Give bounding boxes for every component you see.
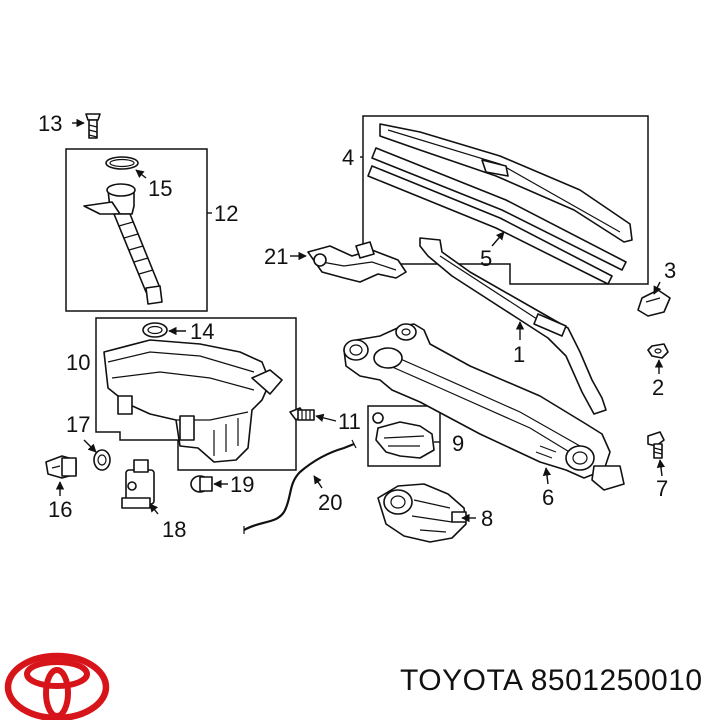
callout-2: 2: [652, 375, 664, 400]
part-8-wiper-motor: [377, 483, 467, 543]
part-20-hose: [243, 442, 355, 531]
callout-4: 4: [342, 145, 354, 170]
part-6-wiper-link: [343, 323, 625, 491]
callout-16: 16: [48, 497, 72, 522]
part-7-bolt: [647, 431, 665, 459]
callout-17: 17: [66, 412, 90, 437]
part-4-wiper-blade: [379, 123, 633, 243]
callout-18: 18: [162, 517, 186, 542]
group-frame-9: [367, 405, 441, 467]
callout-12: 12: [214, 201, 238, 226]
callout-19: 19: [230, 472, 254, 497]
part-11-bolt: [289, 407, 315, 421]
part-13-screw: [85, 113, 101, 139]
callout-7: 7: [656, 476, 668, 501]
callout-8: 8: [481, 506, 493, 531]
part-19-plug: [190, 475, 213, 493]
callout-11: 11: [338, 409, 361, 434]
part-2-nut: [647, 343, 669, 359]
callout-10: 10: [66, 350, 90, 375]
callout-5: 5: [480, 246, 492, 271]
callout-13: 13: [38, 111, 62, 136]
callout-20: 20: [318, 490, 342, 515]
part-14-grommet: [142, 322, 168, 338]
part-15-seal: [105, 156, 139, 170]
part-10-washer-tank: [103, 339, 283, 463]
part-18-pump: [121, 459, 155, 509]
callout-3: 3: [664, 258, 676, 283]
group-frame-10: [95, 317, 297, 471]
part-16-connector: [45, 455, 77, 479]
leader-arrows: [55, 118, 666, 523]
part-12-filler-pipe: [83, 183, 163, 305]
part-17-grommet: [93, 449, 111, 471]
callout-6: 6: [542, 485, 554, 510]
part-5-blade-refill: [367, 147, 627, 285]
callout-1: 1: [513, 342, 525, 367]
callout-9: 9: [452, 431, 464, 456]
group-frame-12: [65, 148, 208, 312]
part-1-wiper-arm: [419, 237, 607, 415]
callout-21: 21: [264, 244, 288, 269]
part-21-nozzle: [307, 241, 407, 283]
toyota-logo: [4, 652, 110, 720]
callout-14: 14: [190, 319, 214, 344]
part-9-bracket: [372, 412, 435, 459]
callout-15: 15: [148, 176, 172, 201]
part-number-caption: TOYOTA 8501250010: [400, 664, 703, 697]
